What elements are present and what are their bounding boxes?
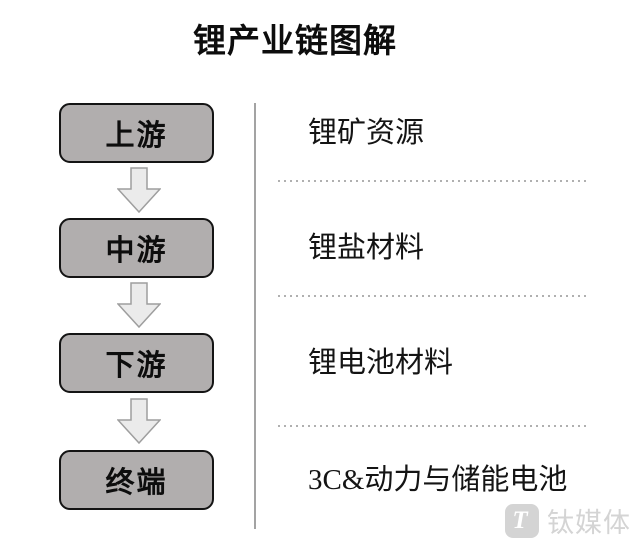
stage-box-downstream: 下游 — [59, 333, 214, 393]
stage-box-upstream: 上游 — [59, 103, 214, 163]
dotted-separator — [278, 425, 589, 427]
vertical-divider — [254, 103, 256, 529]
arrow-down-icon — [117, 398, 161, 444]
stage-detail-downstream: 锂电池材料 — [308, 347, 454, 379]
stage-box-label: 上游 — [105, 120, 168, 152]
stage-detail-midstream: 锂盐材料 — [308, 232, 425, 264]
tmtpost-logo-icon: T — [505, 503, 539, 538]
page-title: 锂产业链图解 — [193, 24, 397, 60]
stage-box-label: 终端 — [105, 467, 168, 499]
watermark-brand: 钛媒体 — [547, 508, 631, 538]
arrow-down-icon — [117, 282, 161, 328]
watermark: T 钛媒体 — [505, 501, 631, 540]
stage-box-terminal: 终端 — [59, 450, 214, 510]
dotted-separator — [278, 180, 589, 182]
stage-detail-terminal: 3C&动力与储能电池 — [308, 464, 568, 496]
stage-box-label: 下游 — [105, 350, 168, 382]
logo-glyph: T — [512, 506, 528, 534]
stage-box-label: 中游 — [105, 235, 168, 267]
stage-box-midstream: 中游 — [59, 218, 214, 278]
dotted-separator — [278, 295, 589, 297]
stage-detail-upstream: 锂矿资源 — [308, 117, 425, 149]
arrow-down-icon — [117, 167, 161, 213]
